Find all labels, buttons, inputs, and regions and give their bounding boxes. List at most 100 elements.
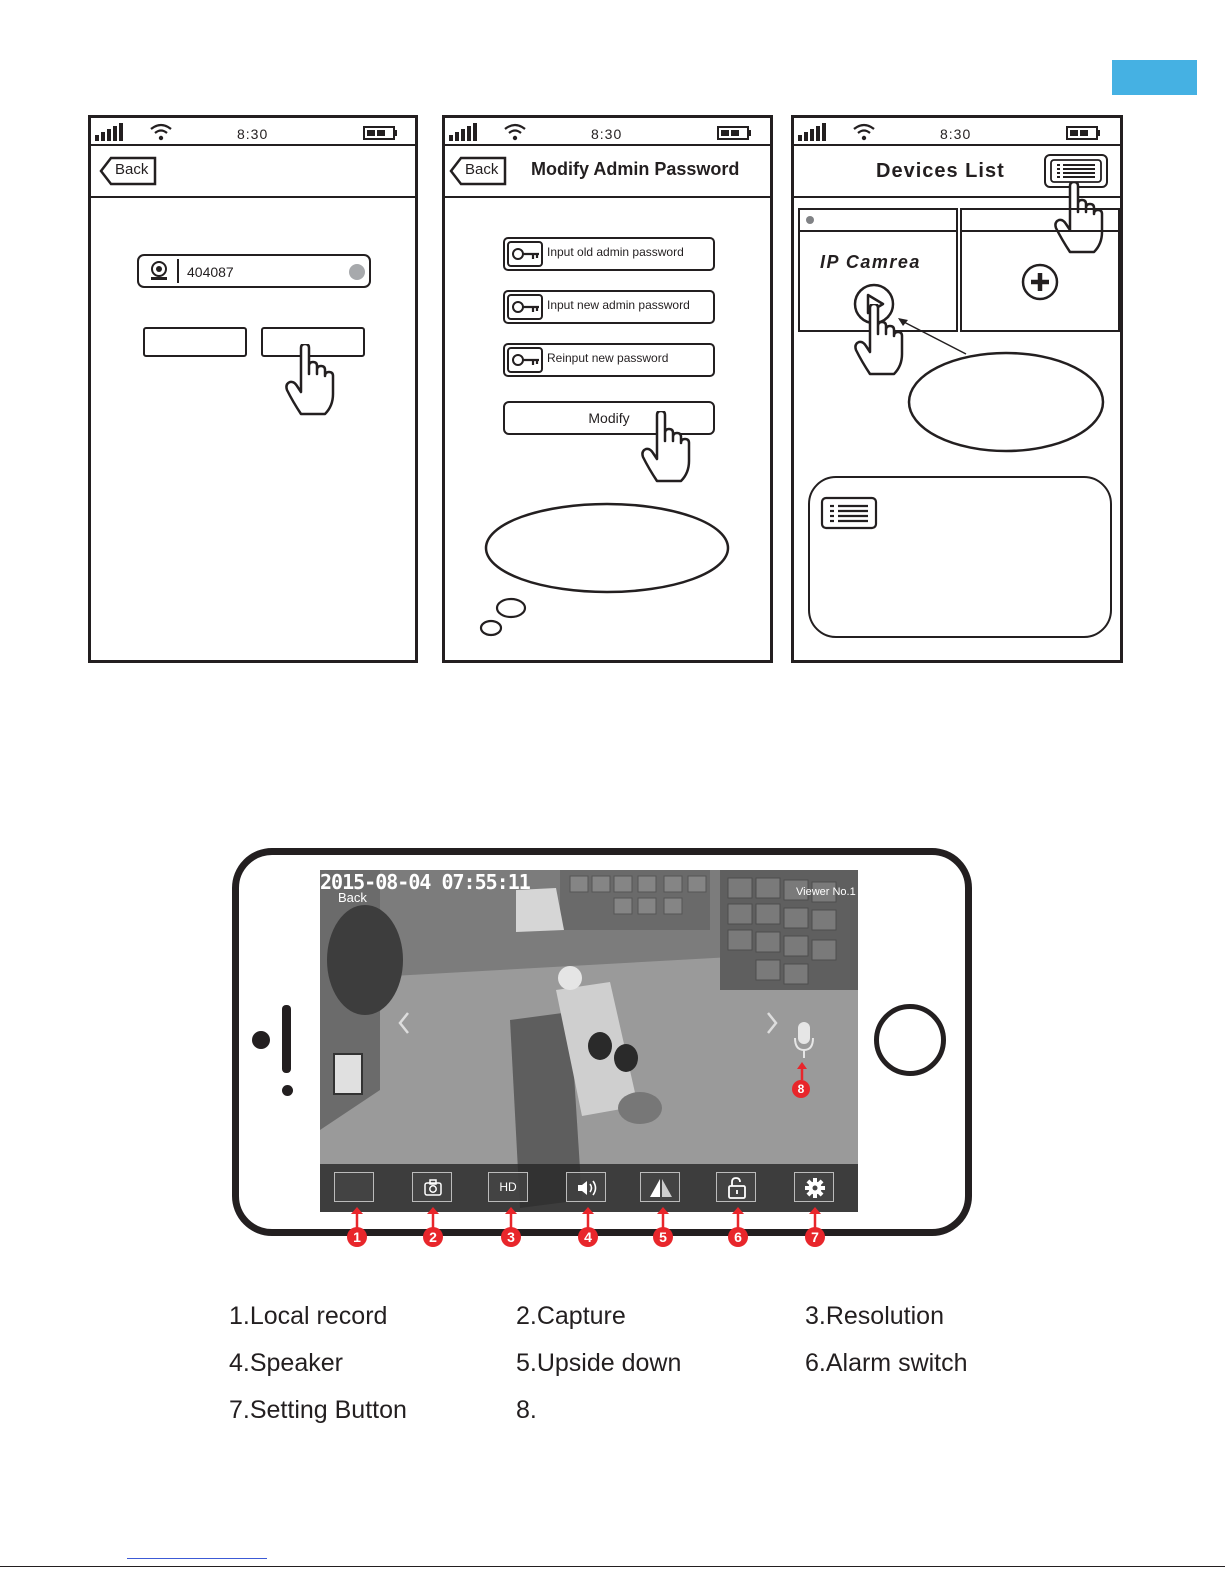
resolution-button[interactable]: HD xyxy=(488,1172,528,1202)
gear-icon xyxy=(805,1178,825,1198)
legend-item-7: 7.Setting Button xyxy=(229,1396,407,1424)
clock: 8:30 xyxy=(591,126,623,142)
speaker-button[interactable] xyxy=(566,1172,606,1202)
sensor-dot xyxy=(282,1085,293,1096)
viewer-count: Viewer No.1 xyxy=(796,886,856,898)
phone-screen-uid: 8:30 Back 404087 xyxy=(88,115,418,663)
page-title: Devices List xyxy=(876,160,1005,182)
speaker-icon xyxy=(578,1180,597,1196)
signal-icon xyxy=(449,123,477,141)
live-video[interactable]: 2015-08-04 07:55:11 Back Viewer No.1 8 H… xyxy=(320,870,858,1212)
device-id-value: 404087 xyxy=(187,264,234,280)
reinput-password-field[interactable]: Reinput new password xyxy=(503,343,715,377)
speaker-slot xyxy=(282,1005,291,1073)
new-password-field[interactable]: Input new admin password xyxy=(503,290,715,324)
back-label: Back xyxy=(465,161,499,178)
badge-6: 6 xyxy=(728,1227,748,1247)
clock: 8:30 xyxy=(237,126,269,142)
badge-7: 7 xyxy=(805,1227,825,1247)
badge-3: 3 xyxy=(501,1227,521,1247)
battery-icon xyxy=(1066,126,1100,140)
camera-icon xyxy=(141,259,179,283)
chevron-right-icon[interactable] xyxy=(764,1010,780,1036)
arrow-up-4 xyxy=(582,1207,594,1228)
wifi-icon xyxy=(150,123,172,141)
camera-name: IP Camrea xyxy=(820,252,921,272)
status-bar: 8:30 xyxy=(794,118,1120,146)
battery-icon xyxy=(717,126,751,140)
badge-1: 1 xyxy=(347,1227,367,1247)
nav-header: Back Modify Admin Password xyxy=(445,144,770,198)
add-tile-header xyxy=(960,208,1120,232)
back-button[interactable]: Back xyxy=(99,156,157,186)
legend-item-2: 2.Capture xyxy=(516,1302,626,1330)
front-camera-dot xyxy=(252,1031,270,1049)
list-icon xyxy=(820,496,878,530)
microphone-icon[interactable] xyxy=(792,1020,816,1062)
status-bar: 8:30 xyxy=(445,118,770,146)
key-icon xyxy=(507,294,543,320)
video-frame xyxy=(320,870,858,1212)
arrow-up-7 xyxy=(809,1207,821,1228)
phone-screen-devices: 8:30 Devices List IP Camrea xyxy=(791,115,1123,663)
section-tab xyxy=(1112,60,1197,95)
back-label: Back xyxy=(115,161,149,178)
flip-button[interactable] xyxy=(640,1172,680,1202)
settings-button[interactable] xyxy=(794,1172,834,1202)
status-bar: 8:30 xyxy=(91,118,415,146)
local-record-button[interactable] xyxy=(334,1172,374,1202)
pointing-hand-icon xyxy=(285,344,335,416)
device-id-field[interactable]: 404087 xyxy=(137,254,371,288)
device-tile-header xyxy=(798,208,958,232)
arrow-up-1 xyxy=(351,1207,363,1228)
back-button[interactable]: Back xyxy=(449,156,507,186)
add-device-tile[interactable] xyxy=(960,230,1120,332)
signal-icon xyxy=(95,123,123,141)
badge-2: 2 xyxy=(423,1227,443,1247)
clear-icon[interactable] xyxy=(349,264,365,280)
old-password-field[interactable]: Input old admin password xyxy=(503,237,715,271)
arrow-up-2 xyxy=(427,1207,439,1228)
phone-screen-password: 8:30 Back Modify Admin Password Input ol… xyxy=(442,115,773,663)
confirm-button[interactable] xyxy=(261,327,365,357)
legend-item-1: 1.Local record xyxy=(229,1302,388,1330)
old-password-placeholder: Input old admin password xyxy=(547,245,684,259)
footer-link-underline xyxy=(127,1558,267,1559)
alarm-switch-button[interactable] xyxy=(716,1172,756,1202)
video-timestamp: 2015-08-04 07:55:11 xyxy=(320,870,531,894)
key-icon xyxy=(507,347,543,373)
video-back-button[interactable]: Back xyxy=(338,890,367,905)
capture-button[interactable] xyxy=(412,1172,452,1202)
clock: 8:30 xyxy=(940,126,972,142)
cancel-button[interactable] xyxy=(143,327,247,357)
wifi-icon xyxy=(853,123,875,141)
modify-button[interactable]: Modify xyxy=(503,401,715,435)
status-dot xyxy=(806,216,814,224)
badge-5: 5 xyxy=(653,1227,673,1247)
nav-header: Devices List xyxy=(794,144,1120,198)
arrow-up-3 xyxy=(505,1207,517,1228)
flip-icon xyxy=(650,1179,672,1197)
legend-item-6: 6.Alarm switch xyxy=(805,1349,968,1377)
reinput-password-placeholder: Reinput new password xyxy=(547,351,669,365)
control-toolbar: HD xyxy=(320,1164,858,1212)
chevron-left-icon[interactable] xyxy=(396,1010,412,1036)
legend-item-4: 4.Speaker xyxy=(229,1349,343,1377)
thought-bubble xyxy=(479,502,730,637)
arrow-up-8 xyxy=(797,1062,807,1080)
pointing-hand-icon xyxy=(854,304,904,376)
home-button[interactable] xyxy=(874,1004,946,1076)
legend-item-3: 3.Resolution xyxy=(805,1302,944,1330)
camera-icon xyxy=(424,1179,442,1196)
arrow-up-5 xyxy=(657,1207,669,1228)
nav-header: Back xyxy=(91,144,415,198)
add-icon[interactable] xyxy=(1018,262,1062,302)
arrow-up-6 xyxy=(732,1207,744,1228)
signal-icon xyxy=(798,123,826,141)
new-password-placeholder: Input new admin password xyxy=(547,298,690,312)
wifi-icon xyxy=(504,123,526,141)
footer-rule xyxy=(0,1566,1225,1567)
info-panel xyxy=(808,476,1112,638)
badge-8: 8 xyxy=(792,1080,810,1098)
pointing-hand-icon xyxy=(641,411,691,483)
